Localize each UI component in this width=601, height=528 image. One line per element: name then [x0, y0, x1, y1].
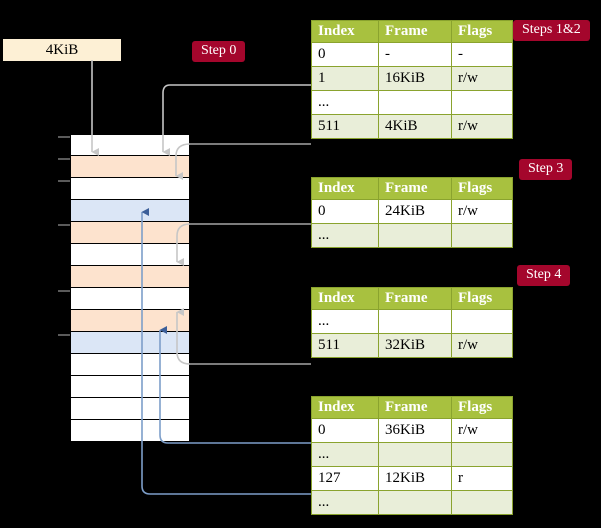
table-row: ...: [311, 90, 513, 115]
table-cell: ...: [311, 490, 379, 515]
step-badge-label: Step 0: [201, 43, 237, 58]
table-cell: [378, 90, 452, 115]
column-header: Index: [311, 20, 379, 43]
memory-frame-row: [70, 200, 190, 222]
step-badge-step-4: Step 4: [517, 265, 571, 286]
memory-frame-row: [70, 398, 190, 420]
column-header: Flags: [451, 177, 513, 200]
table-cell: 511: [311, 333, 379, 358]
memory-frame-row: [70, 178, 190, 200]
table-cell: 511: [311, 114, 379, 139]
table-cell: -: [378, 42, 452, 67]
memory-column: [70, 134, 190, 442]
column-header: Index: [311, 396, 379, 419]
table-cell: ...: [311, 90, 379, 115]
table-cell: 0: [311, 418, 379, 443]
table-cell: 36KiB: [378, 418, 452, 443]
memory-frame-row: [70, 222, 190, 244]
table-cell: 32KiB: [378, 333, 452, 358]
table-cell: 0: [311, 199, 379, 224]
memory-frame-row: [70, 332, 190, 354]
table-cell: ...: [311, 309, 379, 334]
table-cell: [378, 442, 452, 467]
table-cell: [378, 309, 452, 334]
table-cell: [451, 442, 513, 467]
table-cell: 12KiB: [378, 466, 452, 491]
column-header: Frame: [378, 287, 452, 310]
memory-frame-row: [70, 266, 190, 288]
step-badge-label: Step 4: [526, 267, 562, 282]
column-header: Frame: [378, 396, 452, 419]
table-cell: r/w: [451, 333, 513, 358]
table-cell: 16KiB: [378, 66, 452, 91]
memory-tick: [58, 158, 71, 160]
table-cell: r/w: [451, 418, 513, 443]
memory-frame-row: [70, 134, 190, 156]
memory-tick: [58, 224, 71, 226]
column-header: Frame: [378, 177, 452, 200]
source-frame-box: 4KiB: [2, 38, 122, 62]
step-badge-step-0: Step 0: [192, 41, 246, 62]
source-frame-label: 4KiB: [45, 41, 79, 58]
table-cell: ...: [311, 442, 379, 467]
table-row: ...: [311, 490, 513, 515]
table-cell: r/w: [451, 199, 513, 224]
memory-frame-row: [70, 354, 190, 376]
step-badge-label: Step 3: [528, 161, 564, 176]
memory-tick: [58, 334, 71, 336]
table-cell: [378, 490, 452, 515]
table-row: ...: [311, 442, 513, 467]
table-cell: 1: [311, 66, 379, 91]
table-cell: r: [451, 466, 513, 491]
table-cell: [451, 309, 513, 334]
table-cell: r/w: [451, 66, 513, 91]
memory-frame-row: [70, 376, 190, 398]
table-cell: ...: [311, 223, 379, 248]
memory-frame-row: [70, 244, 190, 266]
memory-tick: [58, 290, 71, 292]
step-badge-step-3: Step 3: [519, 159, 573, 180]
table-cell: [451, 223, 513, 248]
table-cell: [378, 223, 452, 248]
column-header: Index: [311, 177, 379, 200]
column-header: Flags: [451, 20, 513, 43]
memory-tick: [58, 136, 71, 138]
memory-tick: [58, 180, 71, 182]
column-header: Index: [311, 287, 379, 310]
table-cell: 0: [311, 42, 379, 67]
column-header: Flags: [451, 396, 513, 419]
column-header: Flags: [451, 287, 513, 310]
table-cell: 24KiB: [378, 199, 452, 224]
table-row: ...: [311, 223, 513, 248]
table-cell: [451, 90, 513, 115]
table-cell: 4KiB: [378, 114, 452, 139]
memory-frame-row: [70, 420, 190, 442]
memory-frame-row: [70, 288, 190, 310]
table-row: 0--: [311, 42, 513, 67]
table-cell: 127: [311, 466, 379, 491]
column-header: Frame: [378, 20, 452, 43]
step-badge-steps-1-2: Steps 1&2: [513, 20, 590, 41]
table-cell: r/w: [451, 114, 513, 139]
step-badge-label: Steps 1&2: [522, 22, 581, 37]
table-cell: [451, 490, 513, 515]
table-cell: -: [451, 42, 513, 67]
table-row: ...: [311, 309, 513, 334]
memory-frame-row: [70, 156, 190, 178]
memory-frame-row: [70, 310, 190, 332]
